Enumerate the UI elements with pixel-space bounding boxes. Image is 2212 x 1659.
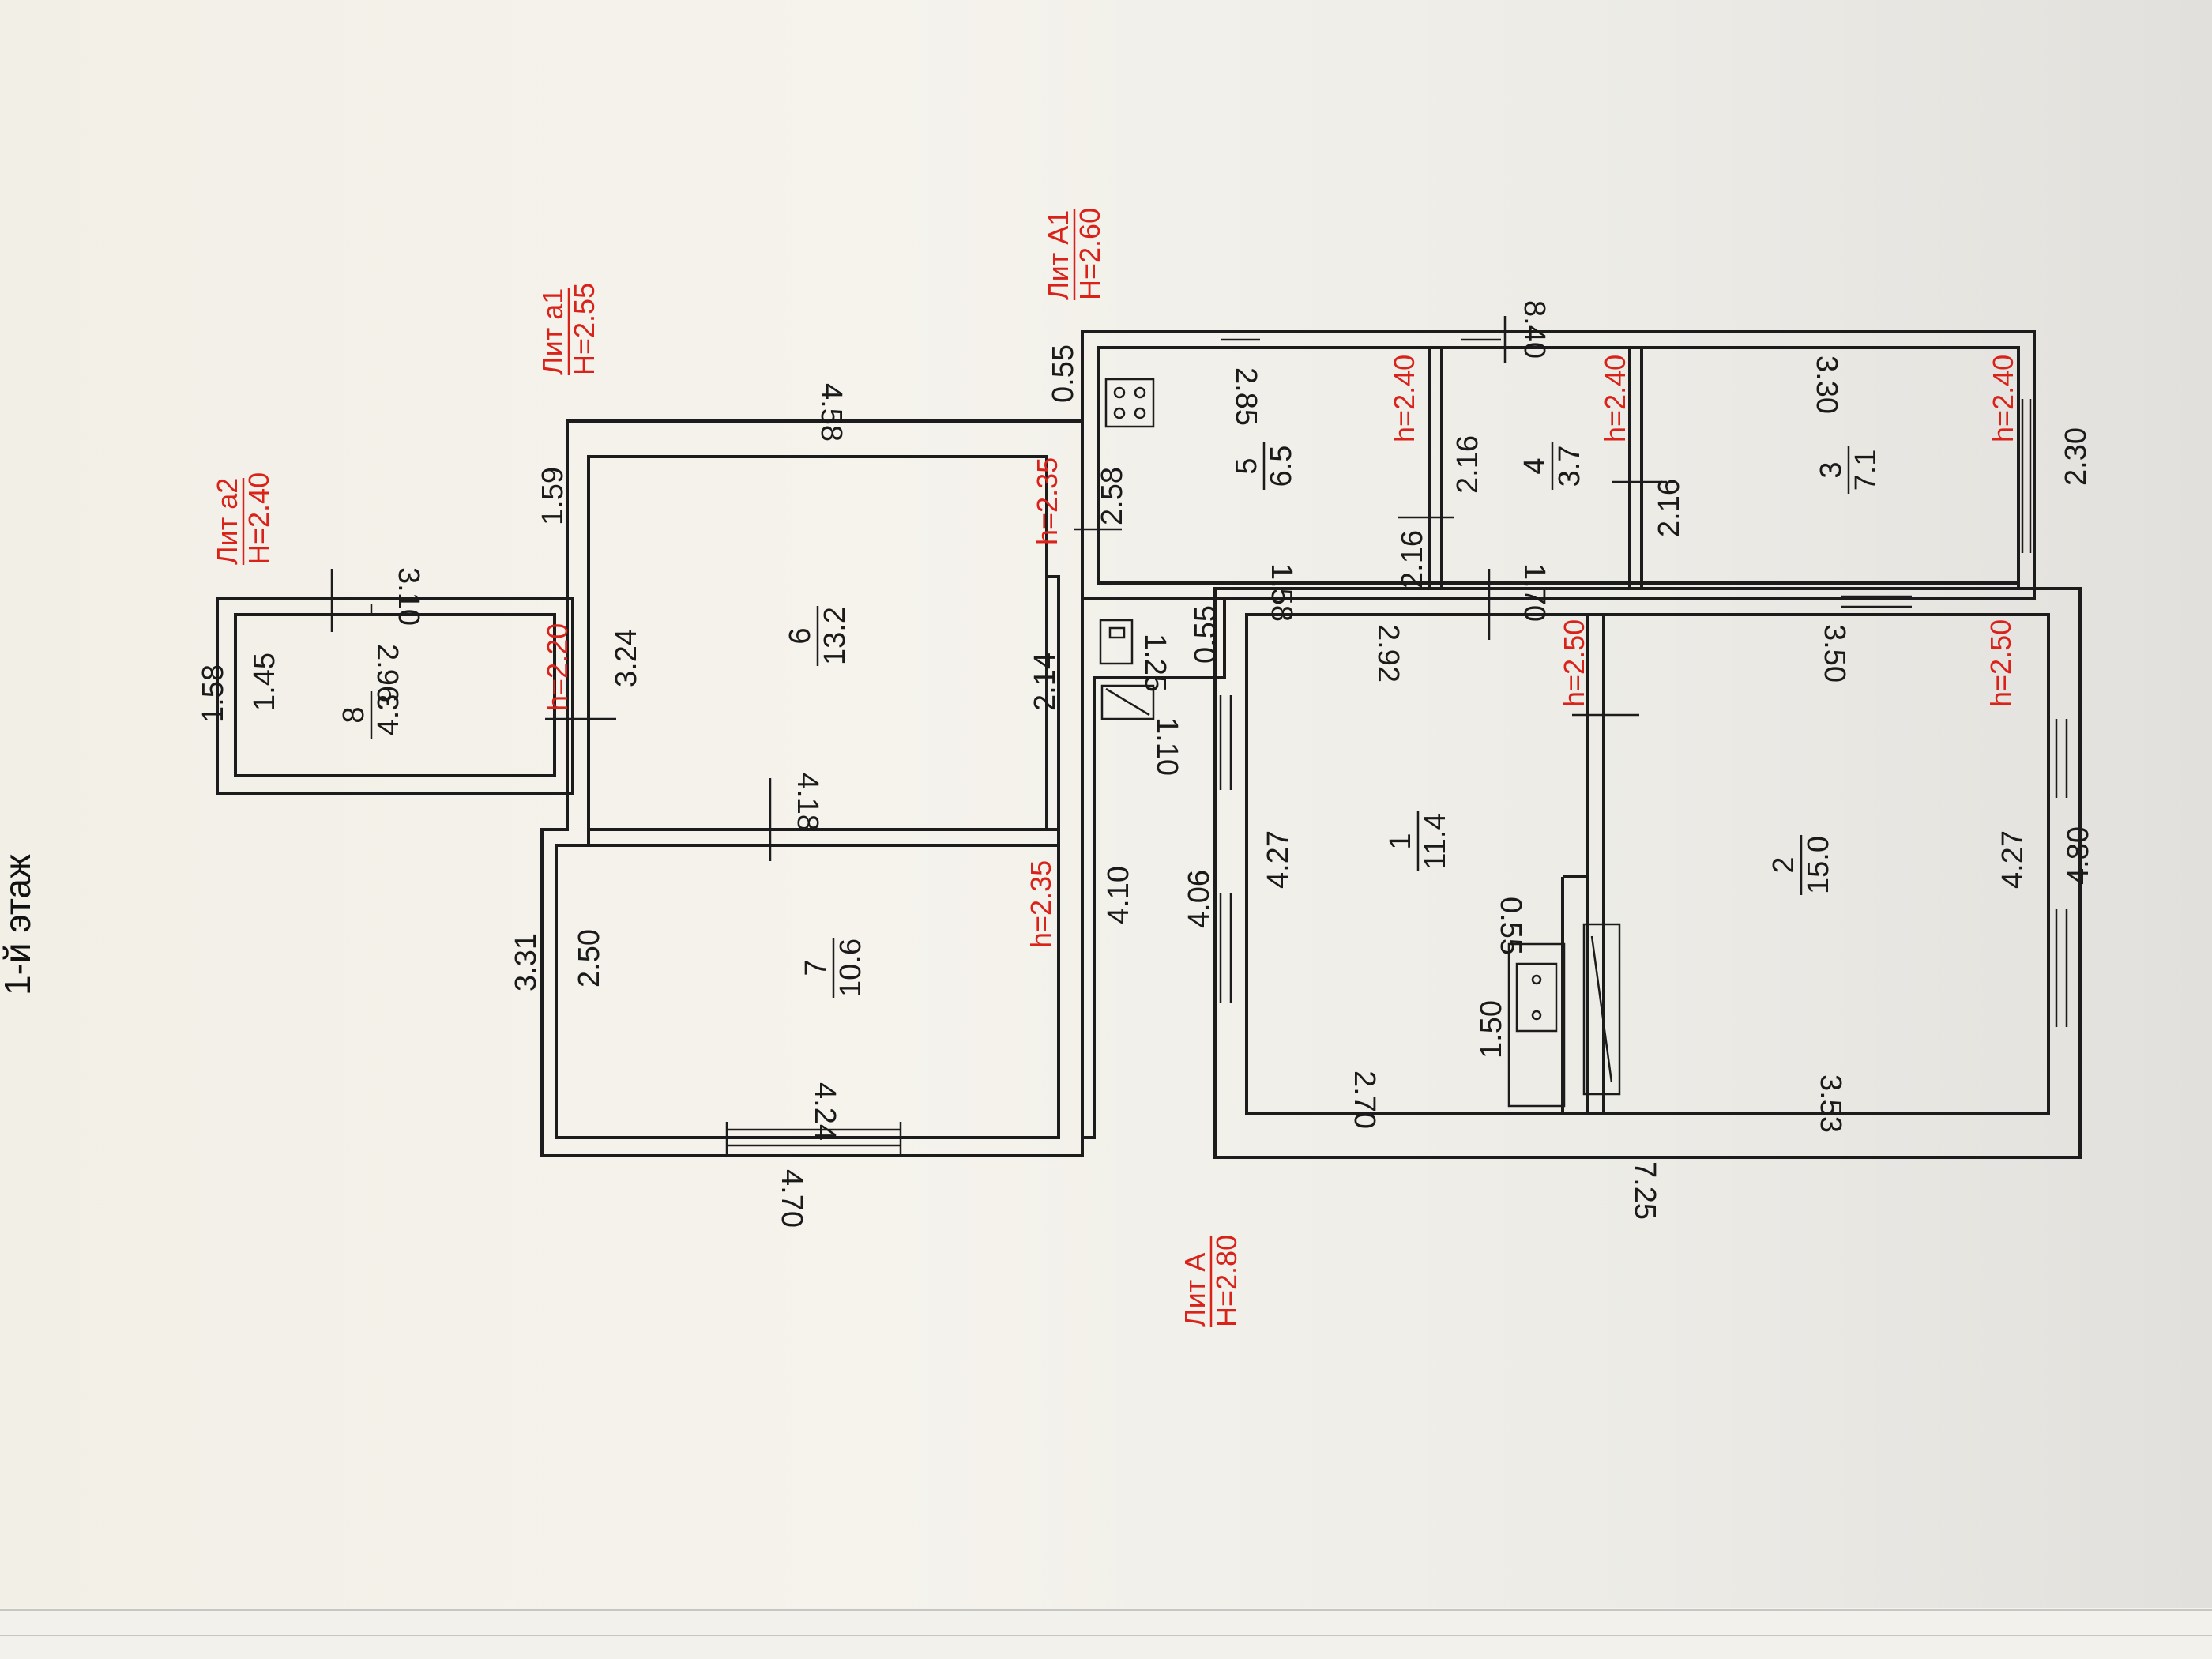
dim-4-27-b: 4.27	[1996, 830, 2030, 889]
dim-1-70: 1.70	[1518, 563, 1551, 622]
svg-text:Лит а1: Лит а1	[536, 288, 569, 375]
lit-A1-label: Лит А1 H=2.60	[1042, 208, 1106, 300]
ceiling-room-6: h=2.35	[1031, 457, 1063, 545]
dim-4-10: 4.10	[1102, 866, 1135, 924]
lit-a1-label: Лит а1 H=2.55	[536, 283, 600, 375]
lit-A-label: Лит А H=2.80	[1179, 1235, 1243, 1327]
room-1-label: 1 11.4	[1384, 811, 1452, 871]
dim-3-53: 3.53	[1814, 1074, 1847, 1133]
block-lit-a	[1213, 587, 2082, 1159]
dim-7-25: 7.25	[1628, 1161, 1661, 1220]
svg-text:8: 8	[337, 706, 371, 723]
dim-1-25: 1.25	[1138, 634, 1172, 692]
dim-1-58-left: 1.58	[197, 664, 230, 723]
chimney-icon	[1100, 684, 1155, 720]
dim-2-96: 2.96	[371, 644, 404, 702]
dim-1-10: 1.10	[1150, 717, 1183, 776]
dim-1-50: 1.50	[1475, 1000, 1508, 1059]
dim-4-27-a: 4.27	[1262, 830, 1295, 889]
dimension-labels: 1.58 1.45 1.59 3.24 2.14 3.31 2.50 0.55 …	[197, 300, 2095, 1228]
ceiling-room-7: h=2.35	[1025, 860, 1057, 948]
dim-3-10: 3.10	[392, 567, 425, 626]
dim-2-16-a: 2.16	[1396, 530, 1429, 589]
dim-2-85: 2.85	[1229, 367, 1262, 426]
room-2-label: 2 15.0	[1767, 835, 1835, 895]
svg-text:Лит а2: Лит а2	[211, 478, 243, 565]
svg-text:2: 2	[1767, 856, 1800, 873]
ceiling-room-1: h=2.50	[1558, 619, 1590, 707]
dim-1-45: 1.45	[248, 653, 281, 711]
room-7-label: 7 10.6	[799, 938, 867, 998]
stove-icon	[1104, 378, 1155, 428]
svg-text:4: 4	[1518, 457, 1552, 474]
dim-2-30: 2.30	[2060, 427, 2093, 486]
block-lit-a1-main	[1081, 330, 2036, 1139]
room-6-label: 6 13.2	[784, 606, 852, 666]
svg-text:15.0: 15.0	[1802, 836, 1835, 894]
svg-text:6: 6	[784, 627, 817, 644]
dim-3-31: 3.31	[510, 933, 543, 991]
dim-8-40: 8.40	[1518, 300, 1551, 359]
dim-1-58-mid: 1.58	[1265, 563, 1298, 622]
svg-text:5: 5	[1230, 457, 1263, 474]
svg-text:7.1: 7.1	[1849, 450, 1883, 491]
svg-text:13.2: 13.2	[818, 607, 852, 665]
dim-4-24: 4.24	[808, 1082, 841, 1141]
dim-3-24: 3.24	[610, 629, 643, 687]
dim-2-70: 2.70	[1348, 1070, 1381, 1129]
dim-0-55-mid: 0.55	[1189, 605, 1222, 664]
lit-a2-label: Лит а2 H=2.40	[211, 472, 275, 565]
dim-1-59: 1.59	[536, 467, 570, 525]
floor-label: 1-й этаж	[0, 854, 38, 995]
svg-text:4.3: 4.3	[372, 694, 405, 736]
svg-text:Лит А: Лит А	[1179, 1253, 1211, 1327]
dim-3-50: 3.50	[1818, 624, 1851, 683]
svg-text:11.4: 11.4	[1419, 813, 1452, 869]
dim-2-14: 2.14	[1029, 653, 1062, 711]
svg-text:H=2.55: H=2.55	[568, 283, 600, 375]
dim-4-18: 4.18	[791, 773, 824, 831]
block-lit-a2	[216, 597, 574, 795]
svg-text:H=2.60: H=2.60	[1074, 208, 1106, 300]
svg-text:3.7: 3.7	[1553, 446, 1586, 487]
counter-icon	[1582, 923, 1621, 1096]
svg-text:6.5: 6.5	[1265, 446, 1298, 487]
svg-text:7: 7	[799, 959, 833, 976]
svg-text:10.6: 10.6	[834, 939, 867, 997]
room-5-label: 5 6.5	[1230, 442, 1298, 490]
dim-3-30: 3.30	[1810, 356, 1843, 414]
dim-2-50: 2.50	[573, 929, 606, 988]
dim-4-70: 4.70	[775, 1169, 808, 1228]
svg-text:H=2.40: H=2.40	[243, 472, 275, 565]
svg-text:Лит А1: Лит А1	[1042, 210, 1074, 300]
dim-0-55-top: 0.55	[1047, 344, 1080, 403]
svg-text:1: 1	[1384, 833, 1417, 849]
svg-text:3: 3	[1815, 461, 1848, 478]
dim-2-16-b: 2.16	[1451, 435, 1484, 494]
dim-4-06: 4.06	[1183, 870, 1216, 928]
dim-2-16-c: 2.16	[1653, 479, 1686, 537]
graph-paper-strip	[0, 1608, 2212, 1659]
ceiling-room-4: h=2.40	[1599, 355, 1631, 442]
windows	[370, 338, 2068, 1156]
dim-4-80: 4.80	[2062, 826, 2095, 885]
room-8-label: 8 4.3	[337, 691, 405, 739]
dim-4-58: 4.58	[814, 383, 848, 442]
room-4-label: 4 3.7	[1518, 442, 1586, 490]
room-3-label: 3 7.1	[1815, 446, 1883, 494]
boiler-icon	[1099, 619, 1134, 665]
ceiling-room-2: h=2.50	[1984, 619, 2017, 707]
ceiling-room-3: h=2.40	[1987, 355, 2019, 442]
ceiling-room-5: h=2.40	[1388, 355, 1420, 442]
ceiling-room-8: h=2.20	[541, 623, 574, 711]
dim-2-58: 2.58	[1096, 467, 1129, 525]
svg-text:H=2.80: H=2.80	[1210, 1235, 1243, 1327]
dim-2-92: 2.92	[1371, 624, 1405, 683]
kitchen-sink-icon	[1507, 942, 1566, 1108]
door-marks	[330, 316, 1667, 861]
dim-0-55-stove: 0.55	[1494, 897, 1527, 955]
